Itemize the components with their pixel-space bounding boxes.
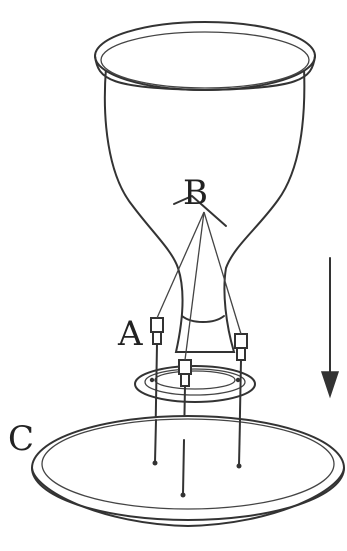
leader-b-right	[203, 211, 242, 335]
label-a: A	[117, 314, 143, 354]
down-arrow-icon	[320, 257, 340, 399]
plate-hole	[180, 492, 186, 498]
plate-inner	[41, 418, 335, 510]
flange-inner	[144, 368, 246, 396]
cup-body	[94, 21, 316, 353]
label-b: B	[183, 173, 208, 213]
label-c: C	[8, 419, 34, 459]
base-plate	[31, 415, 345, 527]
hex-key	[156, 195, 242, 361]
flange-screw-hole	[235, 377, 241, 383]
flange-screw-hole	[149, 377, 155, 383]
screw-right	[234, 333, 248, 469]
cup-rim-inner	[100, 31, 310, 89]
leader-b-left	[156, 211, 205, 319]
leader-b-middle	[184, 211, 205, 361]
plate-edge	[31, 467, 345, 527]
cup-outline	[103, 67, 306, 353]
flange-hole	[154, 370, 236, 390]
neck-ring	[181, 315, 225, 323]
hex-key-shape	[173, 195, 227, 227]
cup-rim-edge	[94, 55, 316, 91]
neck-base-flange	[134, 365, 256, 403]
